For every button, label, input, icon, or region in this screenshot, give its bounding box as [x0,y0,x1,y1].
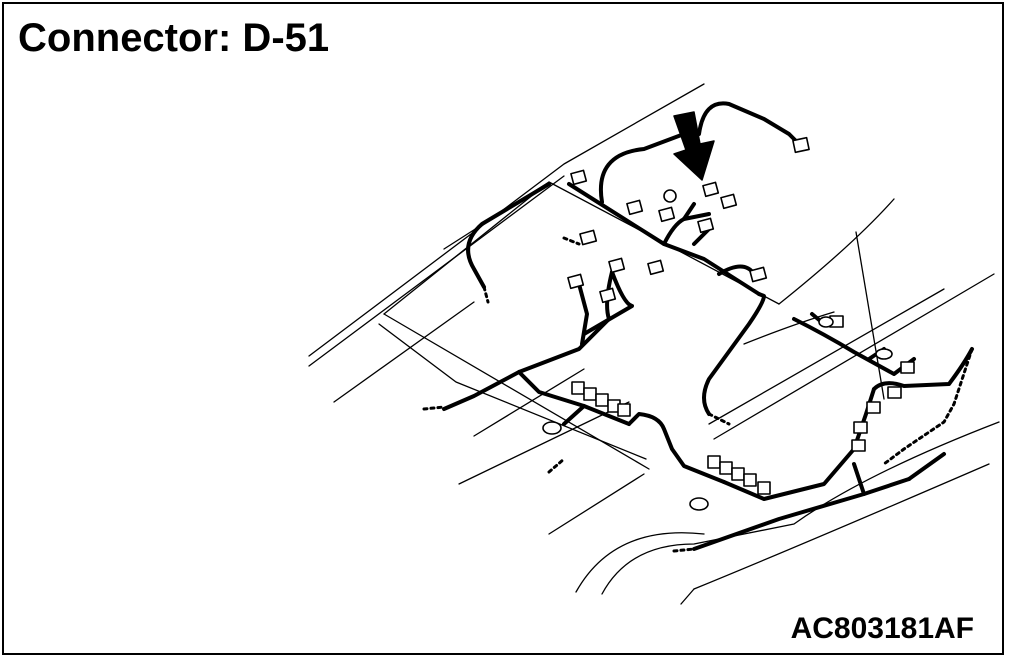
diagram-title: Connector: D-51 [18,16,330,60]
arrow-indicator-icon [673,111,715,181]
wiring-harness-illustration [308,83,1000,605]
figure-code: AC803181AF [790,612,974,645]
harness-connectors [542,136,915,511]
car-body-outline [308,83,1000,605]
wiring-harness [442,101,974,551]
harness-continuation-dashed [422,236,974,553]
